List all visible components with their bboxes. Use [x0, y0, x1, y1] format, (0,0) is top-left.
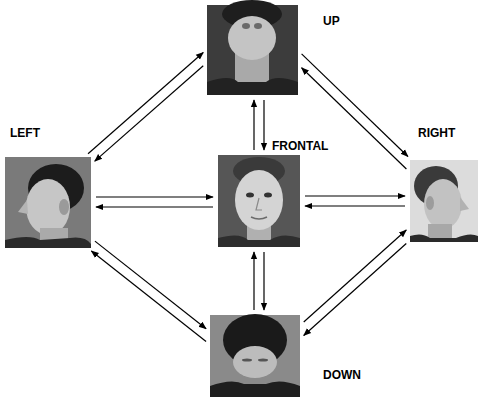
transition-arrow — [263, 100, 264, 150]
face-photo-down — [210, 314, 300, 397]
transition-arrow — [253, 252, 254, 310]
transition-arrow — [304, 244, 407, 336]
face-photo-node: FRONTAL — [218, 155, 300, 247]
face-photo-up — [207, 0, 298, 95]
pose-label: UP — [323, 14, 340, 28]
pose-label: DOWN — [323, 368, 361, 382]
face-photo-node: DOWN — [210, 315, 300, 397]
transition-arrow — [304, 230, 407, 322]
transition-arrow — [96, 206, 213, 207]
transition-arrow — [302, 68, 407, 169]
face-photo-node: LEFT — [5, 157, 91, 248]
transition-arrow — [253, 100, 254, 150]
face-photo-frontal — [218, 155, 300, 247]
transition-arrow — [263, 252, 264, 310]
face-photo-node: RIGHT — [410, 160, 478, 242]
transition-arrow — [88, 52, 203, 153]
transition-arrow — [96, 196, 213, 197]
transition-arrow — [95, 241, 206, 329]
transition-arrow — [95, 66, 203, 161]
face-photo-node: UP — [207, 5, 298, 95]
transition-arrow — [305, 205, 405, 206]
face-photo-right — [410, 160, 478, 242]
transition-arrow — [91, 251, 206, 341]
pose-label: FRONTAL — [272, 139, 328, 153]
transition-arrow — [305, 195, 405, 196]
pose-label: LEFT — [10, 126, 40, 140]
pose-label: RIGHT — [418, 126, 455, 140]
face-photo-left — [5, 157, 91, 248]
